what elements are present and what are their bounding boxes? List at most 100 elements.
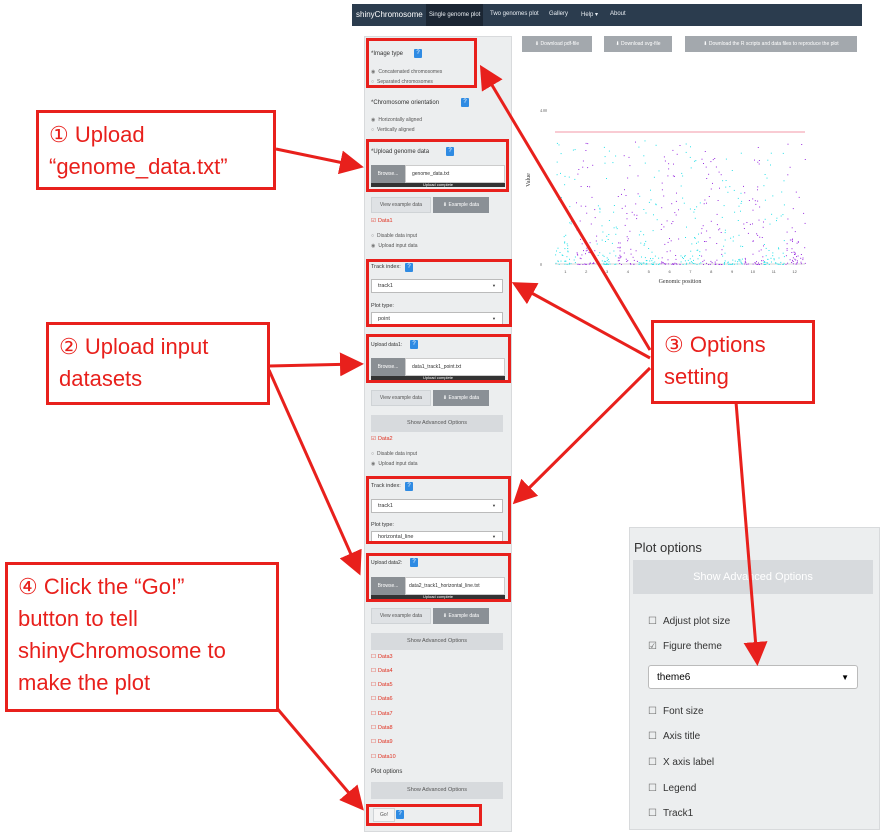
brand[interactable]: shinyChromosome bbox=[356, 10, 423, 19]
data-point bbox=[787, 143, 789, 145]
radio-upload-input[interactable]: Upload input data bbox=[371, 461, 417, 467]
tab-two-genomes[interactable]: Two genomes plot bbox=[490, 11, 539, 17]
view-example-button[interactable]: View example data bbox=[371, 197, 431, 213]
data-point bbox=[579, 220, 581, 222]
data-point bbox=[624, 189, 625, 191]
font-size-checkbox[interactable]: Font size bbox=[648, 706, 704, 717]
x-axis-label-checkbox[interactable]: X axis label bbox=[648, 757, 714, 768]
track-index-select[interactable]: track1 bbox=[371, 279, 503, 293]
example-data-button[interactable]: ⬇ Example data bbox=[433, 390, 489, 406]
help-icon[interactable]: ? bbox=[405, 482, 413, 491]
x-tick-label: 6 bbox=[668, 269, 671, 274]
radio-concatenated[interactable]: Concatenated chromosomes bbox=[371, 69, 442, 75]
help-icon[interactable]: ? bbox=[461, 98, 469, 107]
radio-disable-input[interactable]: Disable data input bbox=[371, 233, 417, 239]
data2-checkbox[interactable]: Data2 bbox=[371, 436, 393, 442]
tab-gallery[interactable]: Gallery bbox=[549, 11, 569, 17]
data9-checkbox[interactable]: Data9 bbox=[371, 739, 393, 745]
sidebar: *Image type ? Concatenated chromosomes S… bbox=[364, 36, 512, 832]
data-point bbox=[687, 259, 689, 261]
help-icon[interactable]: ? bbox=[414, 49, 422, 58]
tab-single-genome[interactable]: Single genome plot bbox=[426, 4, 484, 26]
data-point bbox=[661, 261, 663, 263]
radio-upload-input[interactable]: Upload input data bbox=[371, 243, 417, 249]
help-icon[interactable]: ? bbox=[396, 810, 404, 819]
data-point bbox=[645, 212, 647, 214]
data-point bbox=[629, 165, 631, 167]
data-point bbox=[586, 212, 588, 214]
data-point bbox=[638, 264, 640, 265]
radio-vertical[interactable]: Vertically aligned bbox=[371, 127, 415, 133]
data-point bbox=[724, 260, 726, 262]
tab-help[interactable]: Help ▾ bbox=[581, 12, 599, 18]
radio-separated[interactable]: Separated chromosomes bbox=[371, 79, 433, 85]
data-point bbox=[685, 237, 686, 238]
data-point bbox=[607, 263, 609, 265]
help-icon[interactable]: ? bbox=[410, 340, 418, 349]
data5-checkbox[interactable]: Data5 bbox=[371, 682, 393, 688]
legend-checkbox[interactable]: Legend bbox=[648, 783, 696, 794]
browse-button[interactable]: Browse... bbox=[371, 165, 405, 183]
data3-checkbox[interactable]: Data3 bbox=[371, 654, 393, 660]
data-point bbox=[738, 260, 740, 262]
data-point bbox=[667, 259, 669, 261]
browse-button[interactable]: Browse... bbox=[371, 577, 405, 595]
figure-theme-checkbox[interactable]: Figure theme bbox=[648, 641, 722, 652]
data-point bbox=[658, 170, 660, 172]
browse-button[interactable]: Browse... bbox=[371, 358, 405, 376]
tab-about[interactable]: About bbox=[610, 11, 626, 17]
data7-checkbox[interactable]: Data7 bbox=[371, 711, 393, 717]
show-advanced-button[interactable]: Show Advanced Options bbox=[633, 560, 873, 594]
data-point bbox=[637, 175, 639, 177]
help-icon[interactable]: ? bbox=[446, 147, 454, 156]
axis-title-checkbox[interactable]: Axis title bbox=[648, 731, 700, 742]
genome-file-field[interactable]: genome_data.txt bbox=[405, 165, 505, 183]
help-icon[interactable]: ? bbox=[410, 558, 418, 567]
data-point bbox=[699, 251, 701, 253]
data-point bbox=[569, 222, 571, 224]
data-point bbox=[590, 223, 592, 225]
data-point bbox=[797, 255, 799, 257]
data-point bbox=[746, 263, 748, 265]
data-point bbox=[654, 255, 656, 257]
data-point bbox=[752, 253, 754, 255]
example-data-button[interactable]: ⬇ Example data bbox=[433, 608, 489, 624]
data-point bbox=[593, 263, 595, 264]
adjust-plot-size-checkbox[interactable]: Adjust plot size bbox=[648, 616, 730, 627]
example-data-button[interactable]: ⬇ Example data bbox=[433, 197, 489, 213]
x-tick-label: 1 bbox=[564, 269, 567, 274]
track1-checkbox[interactable]: Track1 bbox=[648, 808, 693, 819]
data8-checkbox[interactable]: Data8 bbox=[371, 725, 393, 731]
data6-checkbox[interactable]: Data6 bbox=[371, 696, 393, 702]
data4-checkbox[interactable]: Data4 bbox=[371, 668, 393, 674]
data-point bbox=[681, 172, 683, 174]
track-index-select[interactable]: track1 bbox=[371, 499, 503, 513]
data10-checkbox[interactable]: Data10 bbox=[371, 754, 396, 760]
radio-horizontal[interactable]: Horizontally aligned bbox=[371, 117, 422, 123]
data-point bbox=[772, 195, 774, 197]
data-point bbox=[714, 261, 716, 263]
data-point bbox=[680, 255, 682, 257]
view-example-button[interactable]: View example data bbox=[371, 390, 431, 406]
data1-checkbox[interactable]: Data1 bbox=[371, 218, 393, 224]
view-example-button[interactable]: View example data bbox=[371, 608, 431, 624]
show-advanced-button[interactable]: Show Advanced Options bbox=[371, 415, 503, 432]
data-point bbox=[785, 255, 787, 257]
show-advanced-button[interactable]: Show Advanced Options bbox=[371, 782, 503, 799]
x-tick-label: 7 bbox=[689, 269, 692, 274]
help-icon[interactable]: ? bbox=[405, 263, 413, 272]
data-point bbox=[718, 264, 720, 265]
download-scripts-button[interactable]: ⬇ Download the R scripts and data files … bbox=[685, 36, 857, 52]
data-point bbox=[733, 263, 735, 265]
data2-file-field[interactable]: data2_track1_horizontal_line.txt bbox=[405, 577, 505, 595]
data-point bbox=[592, 263, 594, 265]
download-svg-button[interactable]: ⬇ Download svg-file bbox=[604, 36, 672, 52]
show-advanced-button[interactable]: Show Advanced Options bbox=[371, 633, 503, 650]
data-point bbox=[616, 228, 618, 230]
radio-disable-input[interactable]: Disable data input bbox=[371, 451, 417, 457]
go-button[interactable]: Go! bbox=[373, 808, 395, 822]
data-point bbox=[636, 214, 638, 216]
download-pdf-button[interactable]: ⬇ Download pdf-file bbox=[522, 36, 592, 52]
data1-file-field[interactable]: data1_track1_point.txt bbox=[405, 358, 505, 376]
data-point bbox=[782, 264, 784, 265]
